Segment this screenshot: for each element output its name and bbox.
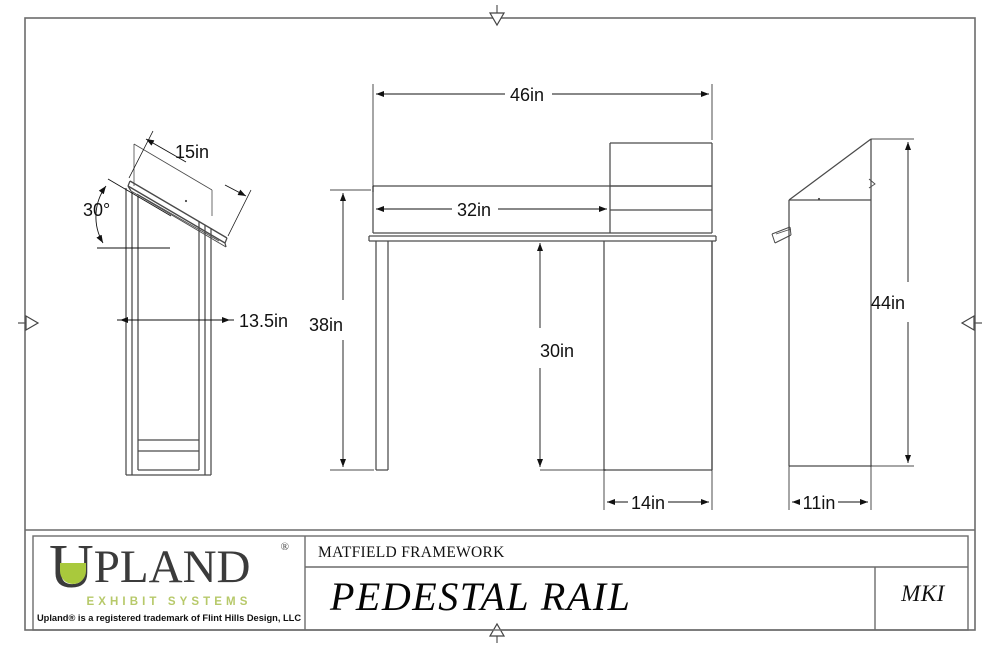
dimension-label-44in: 44in [871,293,905,313]
center-mark-right-icon [960,314,982,332]
logo-tagline: EXHIBIT SYSTEMS [86,596,252,608]
dimension-front-38in [330,189,374,471]
dimension-label-14in: 14in [631,493,665,513]
logo-swoosh-icon [60,563,86,584]
center-mark-bottom-icon [488,622,506,643]
dimension-front-30in [537,243,606,471]
dimension-right-11in [788,466,872,510]
dimension-label-30in: 30in [540,341,574,361]
logo-wordmark-rest: PLAND [93,541,251,593]
dimension-label-15in: 15in [175,142,209,162]
title-block-frame [32,535,969,631]
logo-trademark-notice: Upland® is a registered trademark of Fli… [36,613,302,623]
dimension-label-46in: 46in [510,85,544,105]
dimension-label-32in: 32in [457,200,491,220]
logo-wordmark: UPLAND ® [49,535,289,598]
logo-wordmark-text: UPLAND [49,535,251,598]
drawing-revision: MKI [901,581,945,606]
view-side-right [771,138,876,467]
logo-registered-icon: ® [280,541,289,553]
dimension-label-38in: 38in [309,315,343,335]
dimension-label-13p5in: 13.5in [239,311,288,331]
dimension-label-30deg: 30° [83,200,110,220]
view-side-left [125,143,228,476]
view-front [368,142,717,471]
dimension-side-15in [128,130,252,237]
dimension-front-46in [372,84,713,192]
dimension-side-angle-30 [95,178,172,249]
center-mark-left-icon [18,314,40,332]
drawing-subtitle: MATFIELD FRAMEWORK [318,544,505,561]
dimension-label-11in: 11in [803,493,836,513]
dimension-front-14in [603,470,713,510]
center-mark-top-icon [488,5,506,27]
drawing-title: PEDESTAL RAIL [330,574,632,619]
company-logo: UPLAND ® EXHIBIT SYSTEMS Upland® is a re… [33,535,305,630]
dimension-right-44in [871,138,914,467]
